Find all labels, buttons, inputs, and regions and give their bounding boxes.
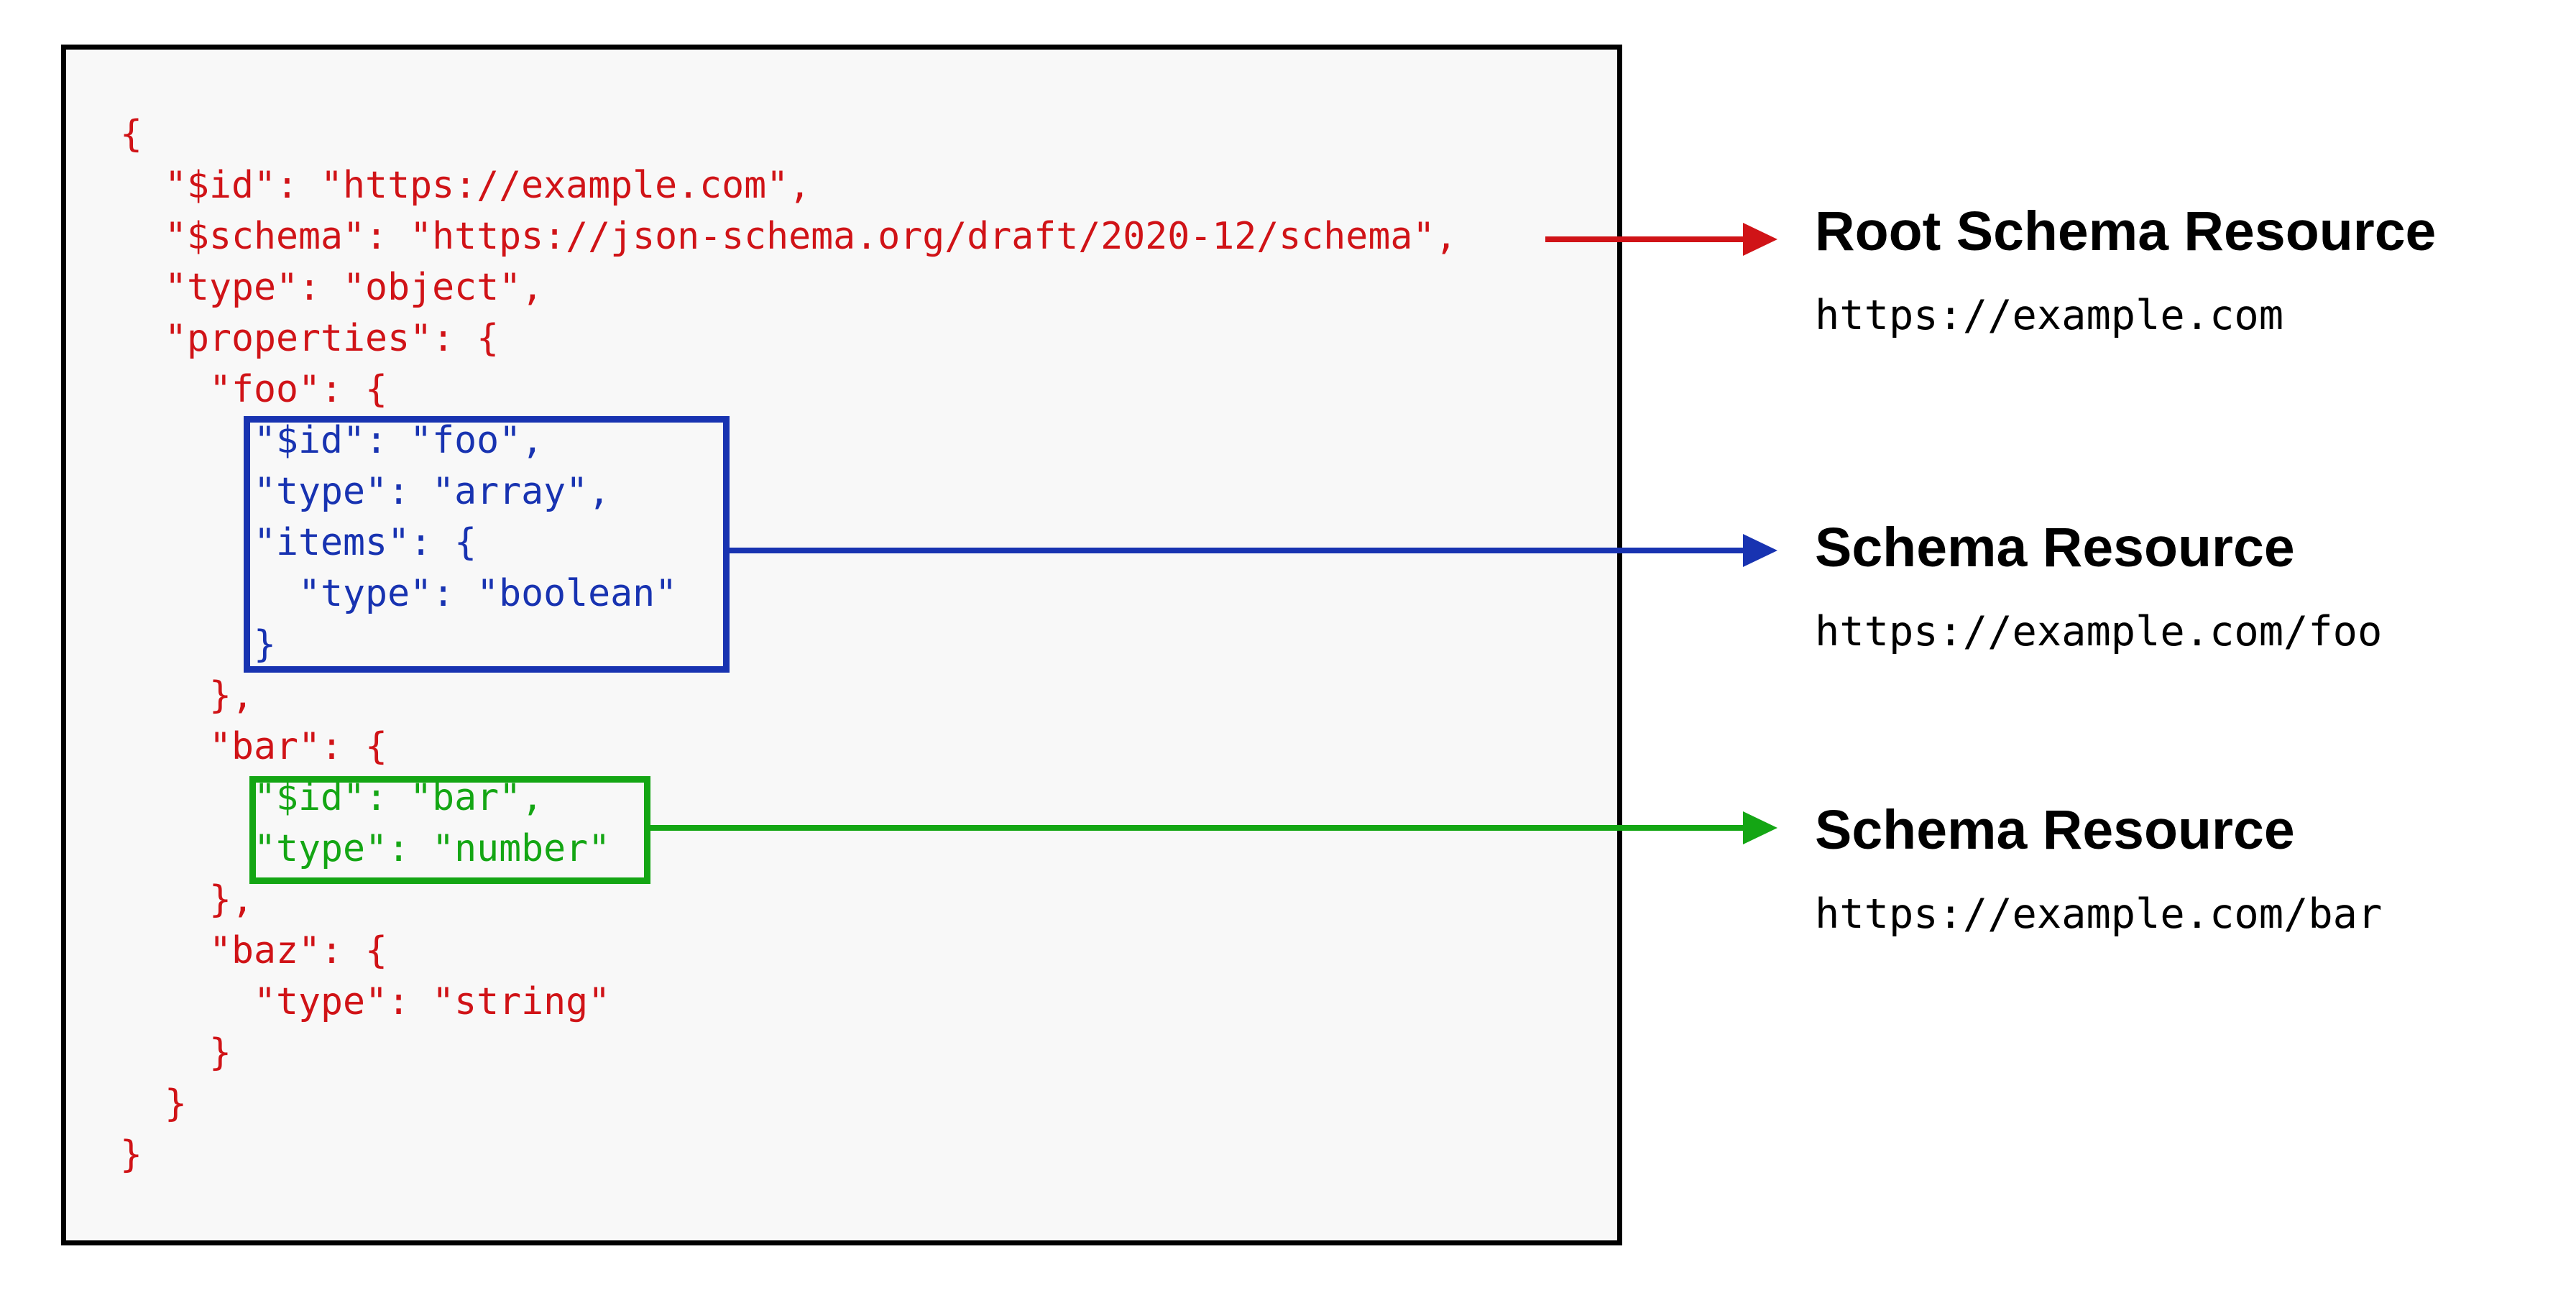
code-line: "type": "array", xyxy=(120,470,611,513)
label-title: Root Schema Resource xyxy=(1815,201,2437,262)
code-line: "foo": { xyxy=(120,368,388,411)
code-line: "$id": "foo", xyxy=(120,419,544,462)
label-title: Schema Resource xyxy=(1815,517,2295,579)
code-line: }, xyxy=(120,674,254,717)
code-line: "type": "object", xyxy=(120,266,544,309)
code-line: "$schema": "https://json-schema.org/draf… xyxy=(120,215,1458,258)
code-line: } xyxy=(120,1031,232,1074)
bar-schema-resource-label: Schema Resource https://example.com/bar xyxy=(1815,803,2382,935)
foo-schema-highlight-box xyxy=(244,416,730,673)
foo-schema-resource-label: Schema Resource https://example.com/foo xyxy=(1815,520,2382,653)
code-line: }, xyxy=(120,878,254,921)
blue-arrowhead-icon xyxy=(1743,534,1777,567)
code-line: "baz": { xyxy=(120,929,388,972)
root-schema-resource-label: Root Schema Resource https://example.com xyxy=(1815,204,2436,336)
label-url: https://example.com xyxy=(1815,292,2284,339)
code-line: "bar": { xyxy=(120,725,388,768)
green-arrowhead-icon xyxy=(1743,811,1777,844)
schema-code: { "$id": "https://example.com", "$schema… xyxy=(120,109,1457,1181)
label-url: https://example.com/foo xyxy=(1815,608,2383,655)
code-line: "properties": { xyxy=(120,317,500,360)
code-line: "type": "boolean" xyxy=(120,572,678,615)
code-line: "items": { xyxy=(120,521,477,564)
blue-arrow-shaft xyxy=(728,548,1746,553)
label-url: https://example.com/bar xyxy=(1815,890,2383,938)
schema-document-box xyxy=(61,45,1622,1245)
red-arrow-shaft xyxy=(1545,236,1747,242)
red-arrowhead-icon xyxy=(1743,223,1777,256)
bar-schema-highlight-box xyxy=(249,776,650,884)
code-line: "$id": "bar", xyxy=(120,776,544,819)
green-arrow-shaft xyxy=(650,825,1746,831)
code-line: "type": "number" xyxy=(120,827,611,870)
code-line: "type": "string" xyxy=(120,980,611,1023)
label-title: Schema Resource xyxy=(1815,799,2295,861)
code-line: } xyxy=(120,1133,143,1176)
code-line: } xyxy=(120,623,277,666)
code-line: { xyxy=(120,113,143,156)
code-line: } xyxy=(120,1082,188,1125)
code-line: "$id": "https://example.com", xyxy=(120,164,811,207)
